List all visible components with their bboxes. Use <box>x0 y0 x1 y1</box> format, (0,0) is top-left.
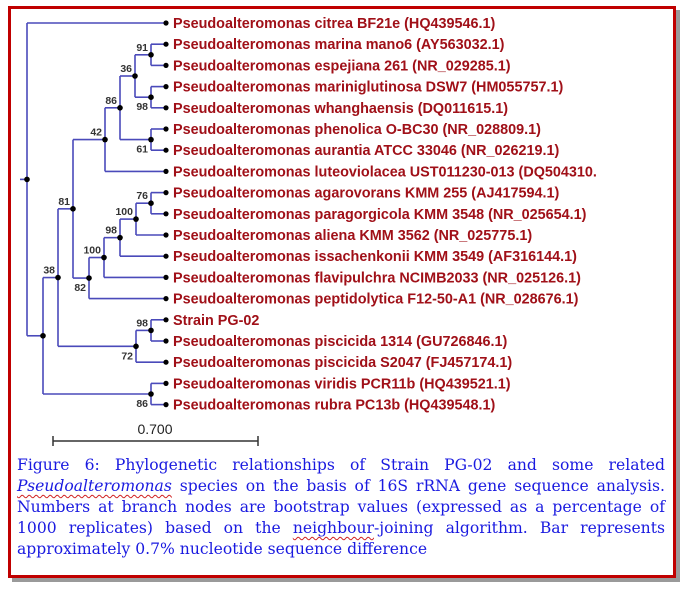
leaf-node <box>163 190 169 196</box>
leaf-node <box>163 359 169 365</box>
bootstrap-value: 82 <box>74 282 86 294</box>
bootstrap-value: 100 <box>115 206 133 218</box>
scale-bar: 0.700 <box>52 421 259 446</box>
bootstrap-value: 42 <box>90 127 102 139</box>
figure-caption: Figure 6: Phylogenetic relationships of … <box>17 455 665 560</box>
bootstrap-value: 98 <box>136 101 148 113</box>
leaf-node <box>163 20 169 26</box>
leaf-label: Pseudoalteromonas marina mano6 (AY563032… <box>173 37 505 53</box>
internal-node <box>55 274 61 281</box>
leaf-label: Pseudoalteromonas issachenkonii KMM 3549… <box>173 249 577 265</box>
caption-part1: Figure 6: Phylogenetic relationships of … <box>17 456 665 474</box>
internal-node <box>148 94 154 100</box>
caption-genus: Pseudoalteromonas <box>17 477 172 495</box>
scale-bar-label: 0.700 <box>137 421 172 437</box>
internal-node <box>101 254 107 261</box>
leaf-label: Pseudoalteromonas paragorgicola KMM 3548… <box>173 207 587 223</box>
internal-node <box>24 176 30 183</box>
bootstrap-value: 76 <box>136 190 148 202</box>
leaf-node <box>163 168 169 174</box>
internal-node <box>117 234 123 241</box>
leaf-node <box>163 126 169 132</box>
bootstrap-value: 86 <box>105 95 117 107</box>
leaf-label: Pseudoalteromonas phenolica O-BC30 (NR_0… <box>173 122 541 138</box>
internal-node <box>133 216 139 222</box>
leaf-node <box>163 84 169 90</box>
bootstrap-value: 36 <box>120 63 132 75</box>
leaf-node <box>163 380 169 386</box>
leaf-node <box>163 338 169 344</box>
leaf-label: Pseudoalteromonas aliena KMM 3562 (NR_02… <box>173 228 532 244</box>
tree-leaves: Pseudoalteromonas citrea BF21e (HQ439546… <box>173 16 597 414</box>
bootstrap-value: 98 <box>136 317 148 329</box>
leaf-label: Pseudoalteromonas peptidolytica F12-50-A… <box>173 292 579 308</box>
bootstrap-value: 86 <box>136 398 148 410</box>
internal-node <box>148 52 154 58</box>
leaf-node <box>163 41 169 47</box>
internal-node <box>40 332 46 339</box>
leaf-label: Pseudoalteromonas piscicida 1314 (GU7268… <box>173 334 508 350</box>
phylogenetic-tree: Pseudoalteromonas citrea BF21e (HQ439546… <box>20 16 597 446</box>
bootstrap-value: 61 <box>136 144 148 156</box>
bootstrap-value: 38 <box>43 265 55 277</box>
leaf-node <box>163 147 169 153</box>
bootstrap-value: 98 <box>105 225 117 237</box>
internal-node <box>148 200 154 206</box>
leaf-label: Pseudoalteromonas luteoviolacea UST01123… <box>173 164 597 180</box>
leaf-node <box>163 253 169 259</box>
internal-node <box>132 73 138 79</box>
bootstrap-value: 81 <box>58 196 70 208</box>
internal-node <box>102 136 108 143</box>
leaf-label: Strain PG-02 <box>173 313 259 329</box>
leaf-label: Pseudoalteromonas citrea BF21e (HQ439546… <box>173 16 496 32</box>
leaf-label: Pseudoalteromonas flavipulchra NCIMB2033… <box>173 270 581 286</box>
leaf-node <box>163 62 169 68</box>
leaf-label: Pseudoalteromonas piscicida S2047 (FJ457… <box>173 355 512 371</box>
tree-branches <box>20 22 166 406</box>
tree-nodes <box>24 20 169 408</box>
leaf-node <box>163 402 169 408</box>
leaf-node <box>163 232 169 238</box>
bootstrap-value: 91 <box>136 42 148 54</box>
leaf-label: Pseudoalteromonas viridis PCR11b (HQ4395… <box>173 376 511 392</box>
leaf-node <box>163 105 169 111</box>
leaf-node <box>163 317 169 323</box>
bootstrap-value: 72 <box>121 350 133 362</box>
leaf-node <box>163 211 169 217</box>
caption-part2: species on the basis of 16S rRNA gene se… <box>17 477 665 537</box>
internal-node <box>148 327 154 334</box>
internal-node <box>117 105 123 111</box>
caption-neighbour: neighbour <box>292 519 374 537</box>
leaf-label: Pseudoalteromonas mariniglutinosa DSW7 (… <box>173 80 563 96</box>
leaf-node <box>163 274 169 280</box>
internal-node <box>148 391 154 397</box>
leaf-label: Pseudoalteromonas whanghaensis (DQ011615… <box>173 101 508 117</box>
caption-part3: -joining algorithm. Bar represents appro… <box>17 519 665 558</box>
leaf-label: Pseudoalteromonas aurantia ATCC 33046 (N… <box>173 143 560 159</box>
bootstrap-value: 100 <box>83 245 101 257</box>
leaf-label: Pseudoalteromonas espejiana 261 (NR_0292… <box>173 58 511 74</box>
internal-node <box>86 275 92 281</box>
internal-node <box>70 206 76 212</box>
leaf-label: Pseudoalteromonas agarovorans KMM 255 (A… <box>173 186 560 202</box>
leaf-label: Pseudoalteromonas rubra PC13b (HQ439548.… <box>173 398 496 414</box>
internal-node <box>133 343 139 350</box>
leaf-node <box>163 296 169 302</box>
internal-node <box>148 136 154 143</box>
